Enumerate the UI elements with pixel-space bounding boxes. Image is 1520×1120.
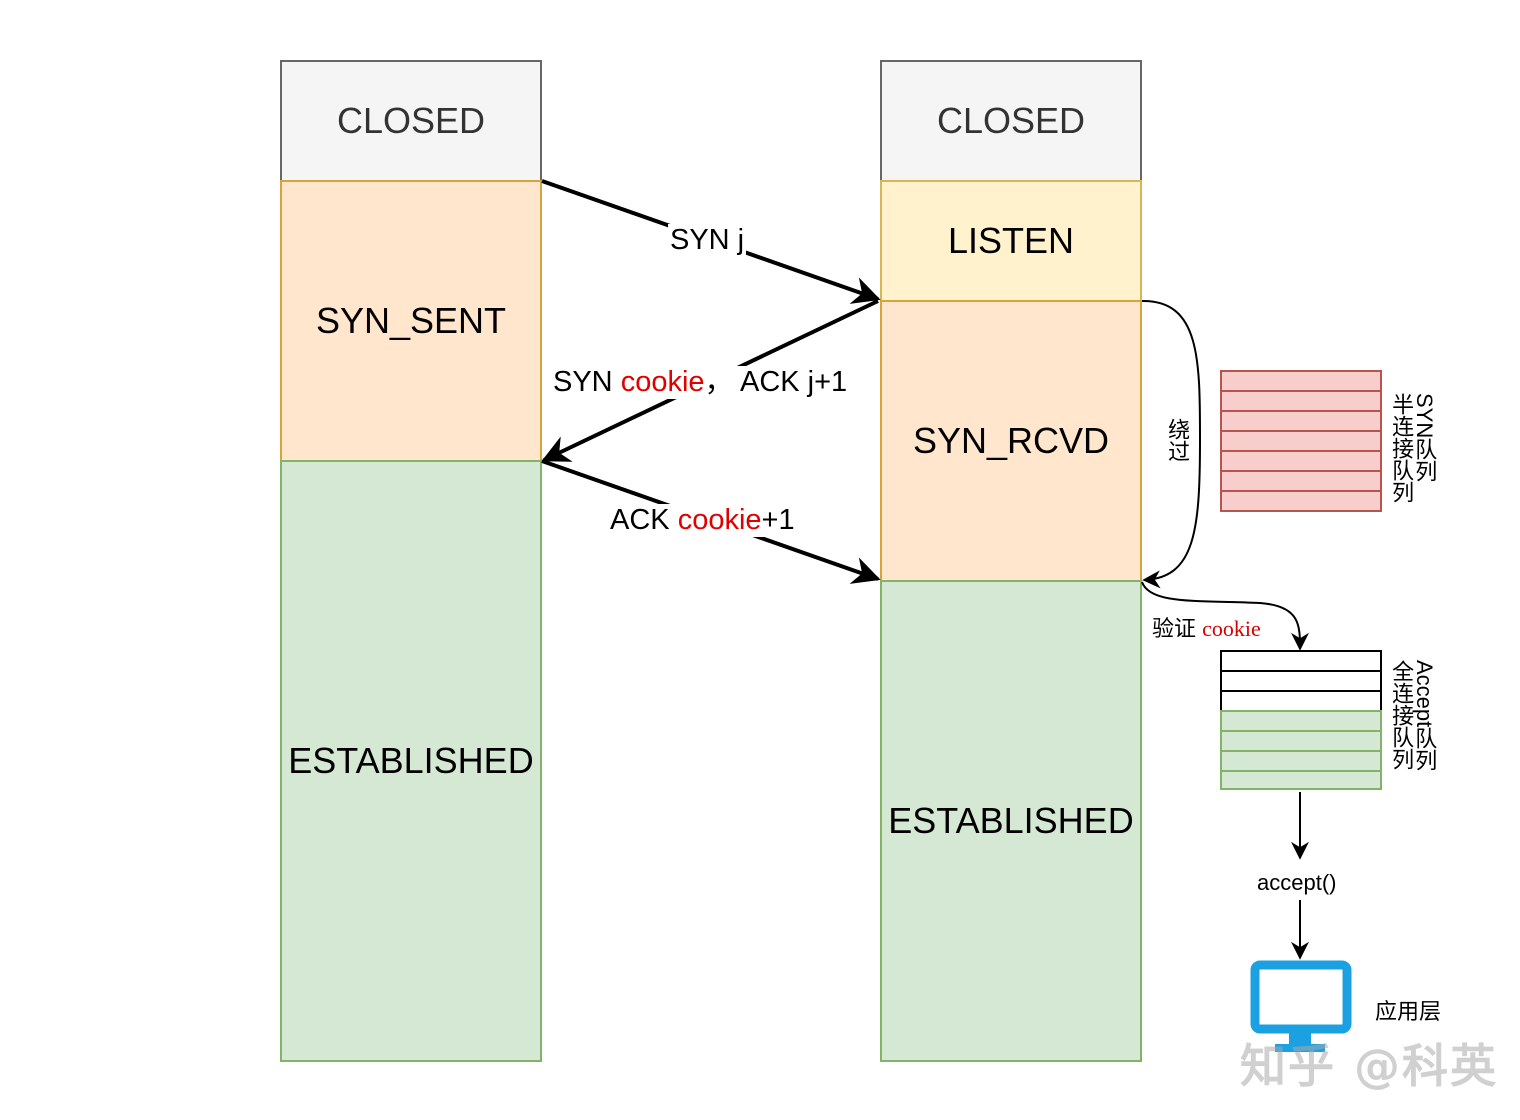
watermark: 知乎 @科英 <box>1240 1039 1499 1093</box>
accept-queue-filled-slot <box>1220 730 1382 750</box>
ack-prefix: ACK <box>610 504 678 536</box>
server-state-closed: CLOSED <box>880 60 1142 182</box>
ack-suffix: +1 <box>761 504 795 536</box>
syn-queue-label: SYN队列半连接队列 <box>1389 393 1438 503</box>
ack-cookie: cookie <box>677 504 762 536</box>
syn-queue-slot <box>1222 450 1380 470</box>
server-established-label: ESTABLISHED <box>888 800 1134 841</box>
accept-queue-empty-slot <box>1220 670 1382 690</box>
verify-prefix: 验证 <box>1152 616 1203 641</box>
accept-queue-empty-slot <box>1220 690 1382 710</box>
syn-queue-slot <box>1222 430 1380 450</box>
server-syn-rcvd-label: SYN_RCVD <box>912 420 1110 461</box>
accept-queue-filled-slot <box>1220 770 1382 790</box>
ack-label: ACK cookie+1 <box>608 504 797 537</box>
syn-queue-title: SYN队列 <box>1412 393 1438 483</box>
accept-queue-filled-slot <box>1220 750 1382 770</box>
syn-ack-suffix: ， ACK j+1 <box>704 366 848 398</box>
syn-queue <box>1220 370 1382 512</box>
syn-queue-slot <box>1222 470 1380 490</box>
verify-cookie-label: 验证 cookie <box>1152 611 1261 643</box>
syn-queue-subtitle: 半连接队列 <box>1389 393 1415 503</box>
syn-queue-slot <box>1222 390 1380 410</box>
bypass-label: 绕过 <box>1165 418 1191 462</box>
accept-queue-title: Accept队列 <box>1412 660 1438 772</box>
accept-queue-subtitle: 全连接队列 <box>1389 660 1415 770</box>
server-state-established: ESTABLISHED <box>880 580 1142 1062</box>
syn-label: SYN j <box>668 224 747 257</box>
client-state-established: ESTABLISHED <box>280 460 542 1062</box>
accept-queue-filled-slot <box>1220 710 1382 730</box>
client-state-closed: CLOSED <box>280 60 542 182</box>
syn-ack-cookie: cookie <box>620 366 705 398</box>
monitor-icon <box>1250 960 1352 1052</box>
server-listen-label: LISTEN <box>947 220 1075 261</box>
syn-queue-slot <box>1222 370 1380 390</box>
verify-cookie: cookie <box>1202 616 1261 641</box>
syn-ack-prefix: SYN <box>553 366 621 398</box>
client-established-label: ESTABLISHED <box>288 740 534 781</box>
accept-queue <box>1220 650 1382 790</box>
accept-call-label: accept() <box>1257 870 1337 896</box>
bypass-curve <box>1141 299 1202 589</box>
server-state-listen: LISTEN <box>880 180 1142 302</box>
syn-queue-slot <box>1222 410 1380 430</box>
syn-label-text: SYN j <box>670 224 745 256</box>
client-closed-label: CLOSED <box>336 100 486 141</box>
accept-queue-empty-slot <box>1220 650 1382 670</box>
server-closed-label: CLOSED <box>936 100 1086 141</box>
syn-ack-label: SYN cookie， ACK j+1 <box>551 366 850 399</box>
accept-queue-label: Accept队列全连接队列 <box>1389 660 1438 772</box>
server-state-syn-rcvd: SYN_RCVD <box>880 300 1142 582</box>
app-layer-label: 应用层 <box>1375 994 1442 1026</box>
verify-cookie-curve <box>1141 581 1309 651</box>
syn-queue-slot <box>1222 490 1380 510</box>
client-syn-sent-label: SYN_SENT <box>315 300 507 341</box>
